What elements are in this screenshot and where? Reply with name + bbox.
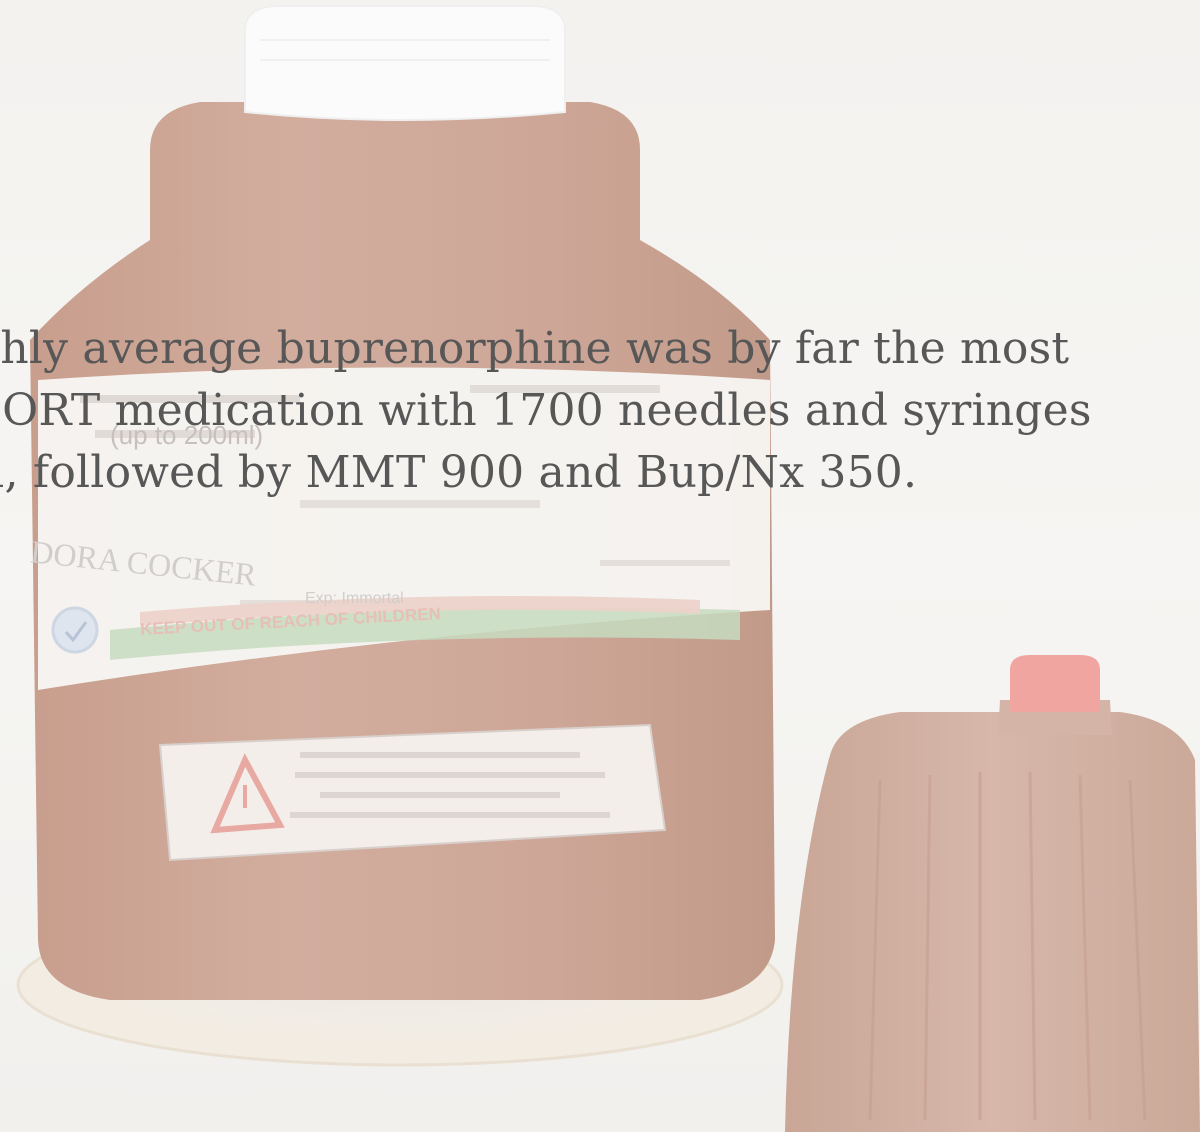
bottle-cap	[244, 5, 566, 121]
label-dose-text: (up to 200ml)	[110, 420, 264, 450]
warning-sticker	[158, 723, 667, 862]
slide-caption: Monthly average buprenorphine was by far…	[0, 318, 1192, 504]
label-badge-icon	[51, 606, 99, 654]
medicine-bottle-large	[30, 5, 775, 1000]
label-expiry: Exp: Immortal	[305, 590, 404, 607]
caption-line-2: used ORT medication with 1700 needles an…	[0, 385, 1092, 436]
medicine-bottle-small	[785, 655, 1200, 1132]
caption-line-1: Monthly average buprenorphine was by far…	[0, 323, 1070, 374]
label-warning-strip	[110, 607, 740, 660]
warning-triangle-icon	[210, 753, 285, 834]
small-bottle-cap	[1010, 655, 1100, 712]
caption-line-3: given, followed by MMT 900 and Bup/Nx 35…	[0, 447, 918, 498]
